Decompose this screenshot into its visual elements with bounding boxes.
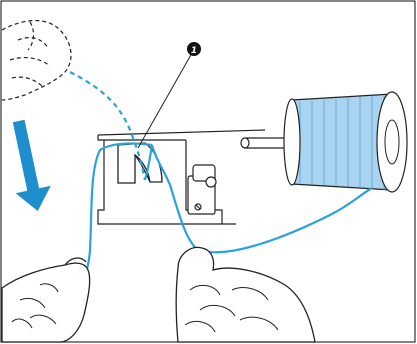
- thread-spool-icon: [284, 92, 407, 192]
- callout-number: 1: [191, 46, 197, 56]
- callout-badge: 1: [187, 42, 201, 56]
